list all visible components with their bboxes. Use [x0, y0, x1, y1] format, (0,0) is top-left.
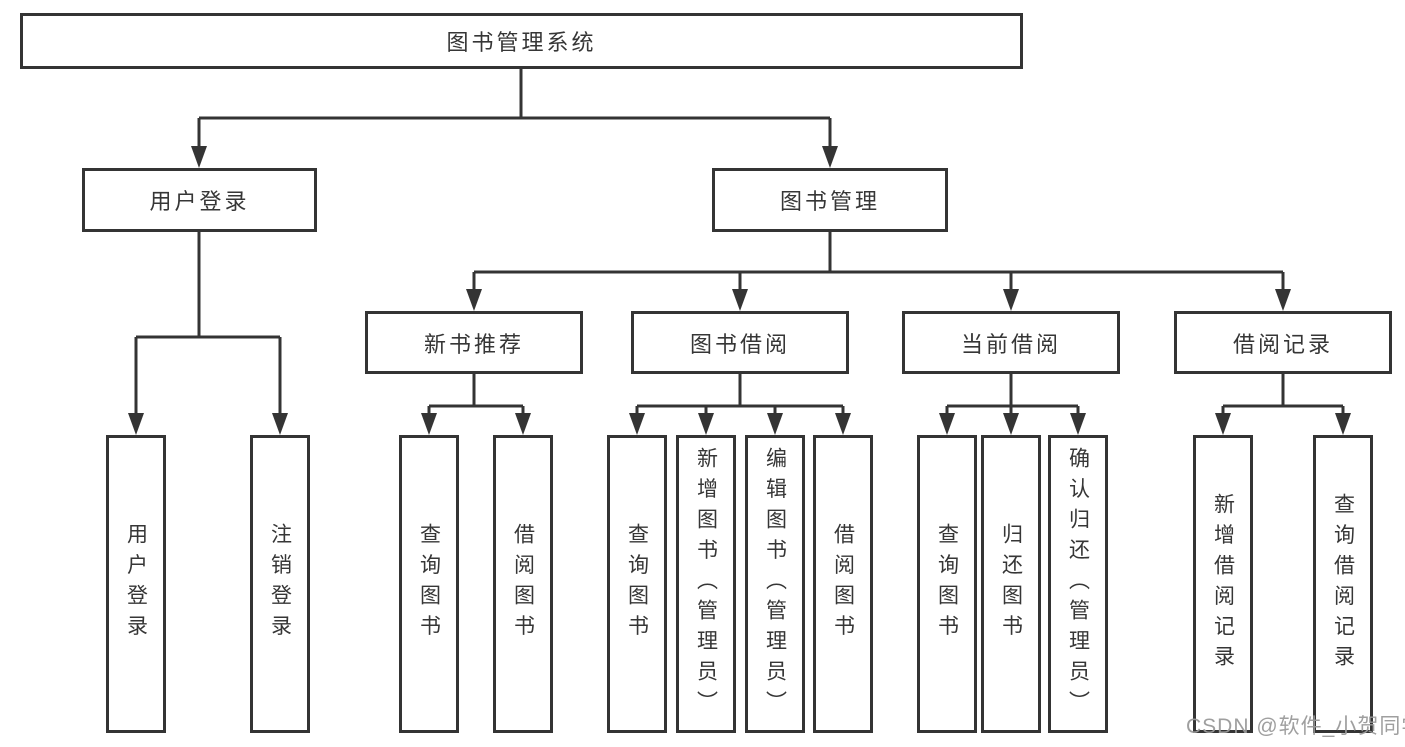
node-root-system: 图书管理系统	[20, 13, 1023, 69]
leaf-user-login: 用户登录	[106, 435, 166, 733]
leaf-logout-label: 注销登录	[268, 523, 292, 645]
leaf-query-borrow-record-label: 查询借阅记录	[1331, 492, 1355, 676]
leaf-borrow-query-book: 查询图书	[607, 435, 667, 733]
leaf-borrow-query-book-label: 查询图书	[625, 523, 649, 645]
node-new-book-recommend-label: 新书推荐	[423, 331, 524, 357]
node-book-management-label: 图书管理	[779, 189, 880, 214]
leaf-return-book: 归还图书	[981, 435, 1041, 733]
node-borrow-records-label: 借阅记录	[1232, 331, 1333, 357]
leaf-borrow-book-label: 借阅图书	[831, 523, 855, 645]
leaf-borrow-book: 借阅图书	[813, 435, 873, 733]
leaf-edit-book-admin: 编辑图书（管理员）	[745, 435, 805, 733]
leaf-add-book-admin-label: 新增图书（管理员）	[694, 446, 718, 722]
arrowhead-group	[128, 146, 1351, 435]
leaf-return-book-label: 归还图书	[999, 523, 1023, 645]
node-current-borrow: 当前借阅	[902, 311, 1120, 374]
node-new-book-recommend: 新书推荐	[365, 311, 583, 374]
node-user-login: 用户登录	[82, 168, 317, 232]
leaf-query-borrow-record: 查询借阅记录	[1313, 435, 1373, 733]
leaf-user-login-label: 用户登录	[124, 523, 148, 645]
node-borrow-records: 借阅记录	[1174, 311, 1392, 374]
csdn-watermark: CSDN @软件_小贺同学	[1186, 715, 1405, 738]
node-book-borrow-label: 图书借阅	[689, 331, 790, 357]
leaf-confirm-return-admin: 确认归还（管理员）	[1048, 435, 1108, 733]
leaf-recommend-query-book: 查询图书	[399, 435, 459, 733]
leaf-recommend-query-book-label: 查询图书	[417, 523, 441, 645]
node-user-login-label: 用户登录	[149, 189, 250, 214]
leaf-current-query-book: 查询图书	[917, 435, 977, 733]
leaf-add-borrow-record-label: 新增借阅记录	[1211, 492, 1235, 676]
node-root-label: 图书管理系统	[446, 30, 597, 55]
leaf-edit-book-admin-label: 编辑图书（管理员）	[763, 446, 787, 722]
node-book-management: 图书管理	[712, 168, 948, 232]
leaf-recommend-borrow-book: 借阅图书	[493, 435, 553, 733]
leaf-add-book-admin: 新增图书（管理员）	[676, 435, 736, 733]
leaf-logout: 注销登录	[250, 435, 310, 733]
leaf-current-query-book-label: 查询图书	[935, 523, 959, 645]
leaf-recommend-borrow-book-label: 借阅图书	[511, 523, 535, 645]
leaf-add-borrow-record: 新增借阅记录	[1193, 435, 1253, 733]
node-book-borrow: 图书借阅	[631, 311, 849, 374]
leaf-confirm-return-admin-label: 确认归还（管理员）	[1066, 446, 1090, 722]
node-current-borrow-label: 当前借阅	[960, 331, 1061, 357]
